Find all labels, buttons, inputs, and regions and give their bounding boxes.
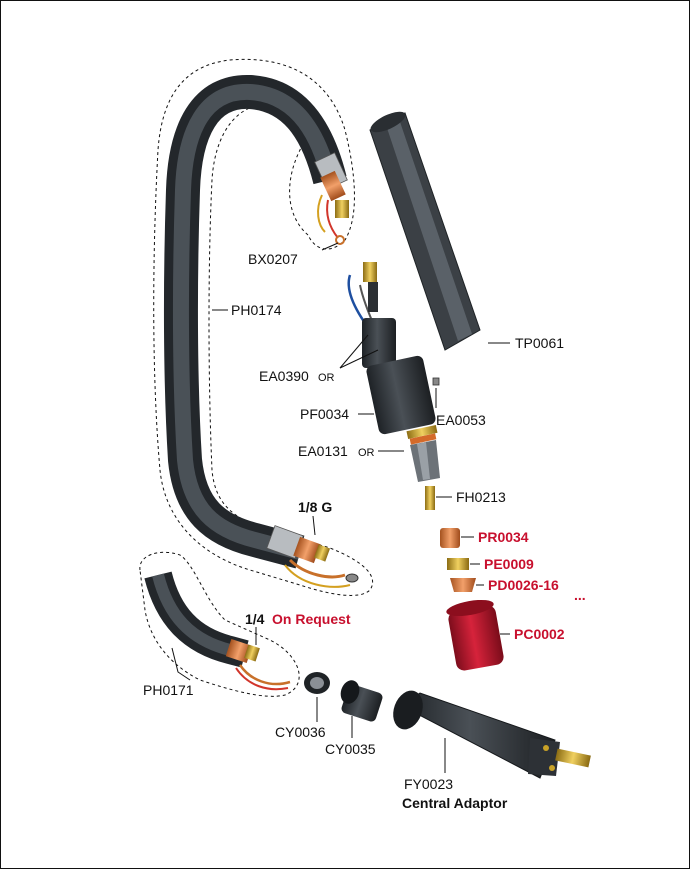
label-bx0207: BX0207 <box>248 251 298 267</box>
label-cy0036: CY0036 <box>275 724 326 740</box>
label-pd0026: PD0026-16 <box>488 577 559 593</box>
label-tp0061: TP0061 <box>515 335 564 351</box>
label-pf0034: PF0034 <box>300 406 349 422</box>
label-q14: 1/4 <box>245 611 265 627</box>
tp0061-tube-top <box>370 111 406 133</box>
pr0034-part <box>440 528 460 548</box>
label-central-adaptor: Central Adaptor <box>402 795 508 811</box>
label-pc0002: PC0002 <box>514 626 565 642</box>
pd0026-part <box>450 578 476 592</box>
label-ea0390: EA0390 <box>259 368 309 384</box>
hose-1-8-end <box>266 525 359 588</box>
label-ea0131: EA0131 <box>298 443 348 459</box>
pe0009-part <box>447 558 469 570</box>
bx0207-leader <box>321 242 339 251</box>
bx0207-cable-end <box>314 152 349 245</box>
g18-leader <box>312 515 316 536</box>
label-fh0213: FH0213 <box>456 489 506 505</box>
ph0171-hose-highlight <box>152 573 247 660</box>
torch-body <box>347 262 440 482</box>
cy0036-ring-inner <box>310 677 324 689</box>
label-pd0026-dots: ... <box>574 587 586 603</box>
ph0174-outline <box>153 58 373 596</box>
label-cy0035: CY0035 <box>325 741 376 757</box>
label-g18: 1/8 G <box>298 499 332 515</box>
cy0035-part <box>340 680 383 722</box>
ph0171-outline <box>139 551 300 697</box>
fh0213-part <box>425 486 435 510</box>
label-ph0174: PH0174 <box>231 302 282 318</box>
ph0174-hose-highlight <box>172 83 338 560</box>
pc0002-nozzle <box>446 599 504 671</box>
label-ea0053: EA0053 <box>436 412 486 428</box>
fy0023-central-adaptor <box>393 690 591 779</box>
ph0171-cable-end <box>225 639 291 691</box>
label-ph0171: PH0171 <box>143 682 194 698</box>
tp0061-tube-highlight <box>385 116 472 341</box>
label-pe0009: PE0009 <box>484 556 534 572</box>
label-fy0023: FY0023 <box>404 776 453 792</box>
ea0390-leader-2 <box>339 349 379 369</box>
label-on-request: On Request <box>272 611 351 627</box>
ph0171-leader <box>171 647 191 681</box>
label-ea0390-or: OR <box>318 372 335 384</box>
label-ea0131-or: OR <box>358 447 375 459</box>
ea0390-leader-1 <box>339 334 369 369</box>
ea0053-screw <box>432 377 440 386</box>
label-pr0034: PR0034 <box>478 529 529 545</box>
